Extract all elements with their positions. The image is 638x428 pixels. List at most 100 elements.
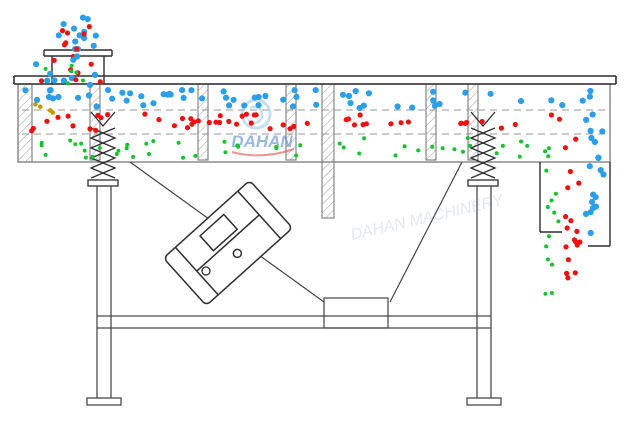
particle-deck-top-blue — [293, 93, 300, 100]
particle-deck-top-blue — [365, 90, 372, 97]
particle-deck-bottom-green — [90, 154, 95, 159]
leg-right — [466, 186, 502, 406]
particle-deck-bottom-green — [176, 140, 181, 145]
particle-deck-top-blue — [462, 89, 469, 96]
particle-deck-bottom-green — [79, 141, 84, 146]
particle-deck-bottom-green — [222, 139, 227, 144]
particle-discharge-stream-blue — [587, 229, 594, 237]
particle-discharge-stream-blue — [588, 134, 595, 142]
particle-deck-top-blue — [85, 92, 92, 99]
leg-left — [86, 186, 122, 406]
particle-deck-middle-red — [458, 120, 464, 127]
particle-left-coarse-yellow — [33, 102, 38, 107]
particle-deck-middle-red — [226, 118, 232, 124]
particle-discharge-stream-red — [565, 257, 572, 263]
particle-deck-bottom-green — [452, 147, 457, 152]
particle-discharge-stream-blue — [599, 128, 606, 135]
particle-deck-middle-red — [217, 113, 223, 119]
screen-decks — [22, 109, 606, 135]
particle-deck-bottom-green — [83, 155, 88, 160]
spring-right — [467, 111, 499, 187]
particle-deck-middle-red — [65, 113, 71, 119]
particle-inlet-green — [65, 81, 70, 86]
particle-deck-top-blue — [430, 88, 437, 95]
svg-text:DAHAN MACHINERY: DAHAN MACHINERY — [349, 192, 506, 244]
particle-deck-middle-red — [363, 121, 369, 127]
particle-inlet-red-top — [64, 30, 71, 36]
particle-discharge-stream-green — [550, 262, 554, 267]
particle-deck-top-blue — [352, 88, 359, 95]
particle-deck-middle-red — [243, 111, 249, 117]
particle-discharge-stream-red — [577, 239, 583, 245]
motor-terminal-box — [198, 213, 239, 252]
particle-deck-top-blue — [160, 91, 167, 98]
particle-deck-middle-red — [206, 119, 212, 126]
particle-deck-middle-red — [98, 115, 104, 121]
top-frame — [13, 75, 617, 85]
particle-deck-bottom-green — [68, 138, 73, 143]
particle-deck-top-blue — [587, 87, 594, 95]
particle-discharge-stream-blue — [582, 210, 590, 217]
particle-deck-bottom-green — [402, 144, 407, 149]
particle-inlet-blue-spill — [51, 77, 58, 84]
particle-deck-bottom-green — [465, 136, 470, 140]
particle-discharge-stream-green — [546, 146, 551, 151]
particle-inlet-green — [69, 63, 74, 68]
particle-inlet-blue-spill — [70, 56, 77, 63]
particle-deck-bottom-green — [43, 152, 48, 157]
particle-deck-top-blue — [487, 90, 494, 97]
particle-deck-middle-red — [251, 112, 257, 118]
particle-deck-middle-red — [179, 115, 186, 122]
particle-discharge-stream-red — [576, 180, 582, 186]
particle-deck-middle-red — [184, 125, 191, 131]
particle-discharge-stream-red — [572, 270, 578, 276]
particle-deck-bottom-green — [294, 153, 299, 158]
particle-discharge-stream-blue — [590, 191, 597, 198]
logo-underline-swoosh — [231, 148, 295, 157]
particle-deck-bottom-green — [341, 145, 346, 150]
particle-discharge-stream-green — [546, 154, 551, 159]
particle-deck-top-blue — [220, 88, 227, 95]
particle-discharge-stream-blue — [600, 171, 607, 178]
screen-body — [17, 83, 611, 163]
particle-deck-bottom-green — [543, 149, 548, 154]
particle-inlet-red-spill — [97, 79, 103, 85]
particle-deck-top-blue — [230, 96, 237, 103]
particle-inlet-blue-top — [60, 21, 67, 28]
particle-deck-top-blue — [46, 87, 54, 94]
particle-inlet-blue-spill — [60, 77, 67, 84]
particle-discharge-stream-blue — [591, 138, 599, 146]
particle-deck-middle-red — [30, 125, 36, 131]
particle-deck-middle-red — [156, 117, 162, 123]
particle-deck-middle-red — [343, 117, 349, 123]
particle-discharge-stream-green — [544, 168, 549, 173]
particle-discharge-stream-red — [564, 225, 570, 231]
particle-deck-top-blue — [312, 87, 319, 94]
particle-discharge-stream-blue — [589, 111, 596, 118]
particle-deck-middle-red — [398, 120, 404, 126]
particle-deck-middle-red — [44, 118, 50, 124]
particle-deck-top-blue — [45, 93, 53, 101]
particle-discharge-stream-red — [564, 270, 570, 276]
particle-discharge-stream-red — [565, 275, 571, 281]
particle-deck-bottom-green — [500, 143, 505, 148]
particle-inlet-red-spill — [73, 77, 79, 83]
particle-deck-bottom-green — [97, 146, 102, 150]
particle-discharge-stream-green — [552, 210, 557, 215]
particle-deck-middle-red — [142, 111, 148, 117]
particle-discharge-stream-red — [573, 136, 579, 142]
particle-deck-top-blue — [104, 87, 112, 94]
particle-deck-middle-red — [188, 116, 194, 122]
particle-deck-top-blue — [179, 87, 186, 94]
particle-deck-bottom-green — [147, 152, 151, 156]
particle-deck-middle-red — [498, 125, 504, 131]
particle-deck-bottom-green — [461, 149, 465, 154]
particle-inlet-red-spill — [38, 78, 45, 84]
particle-inlet-blue-spill — [33, 61, 40, 68]
particle-discharge-stream-blue — [586, 163, 593, 170]
particle-deck-top-blue — [109, 95, 116, 102]
particle-deck-middle-red — [556, 116, 563, 122]
particle-inlet-blue-spill — [44, 77, 51, 84]
particle-deck-middle-red — [55, 114, 61, 120]
